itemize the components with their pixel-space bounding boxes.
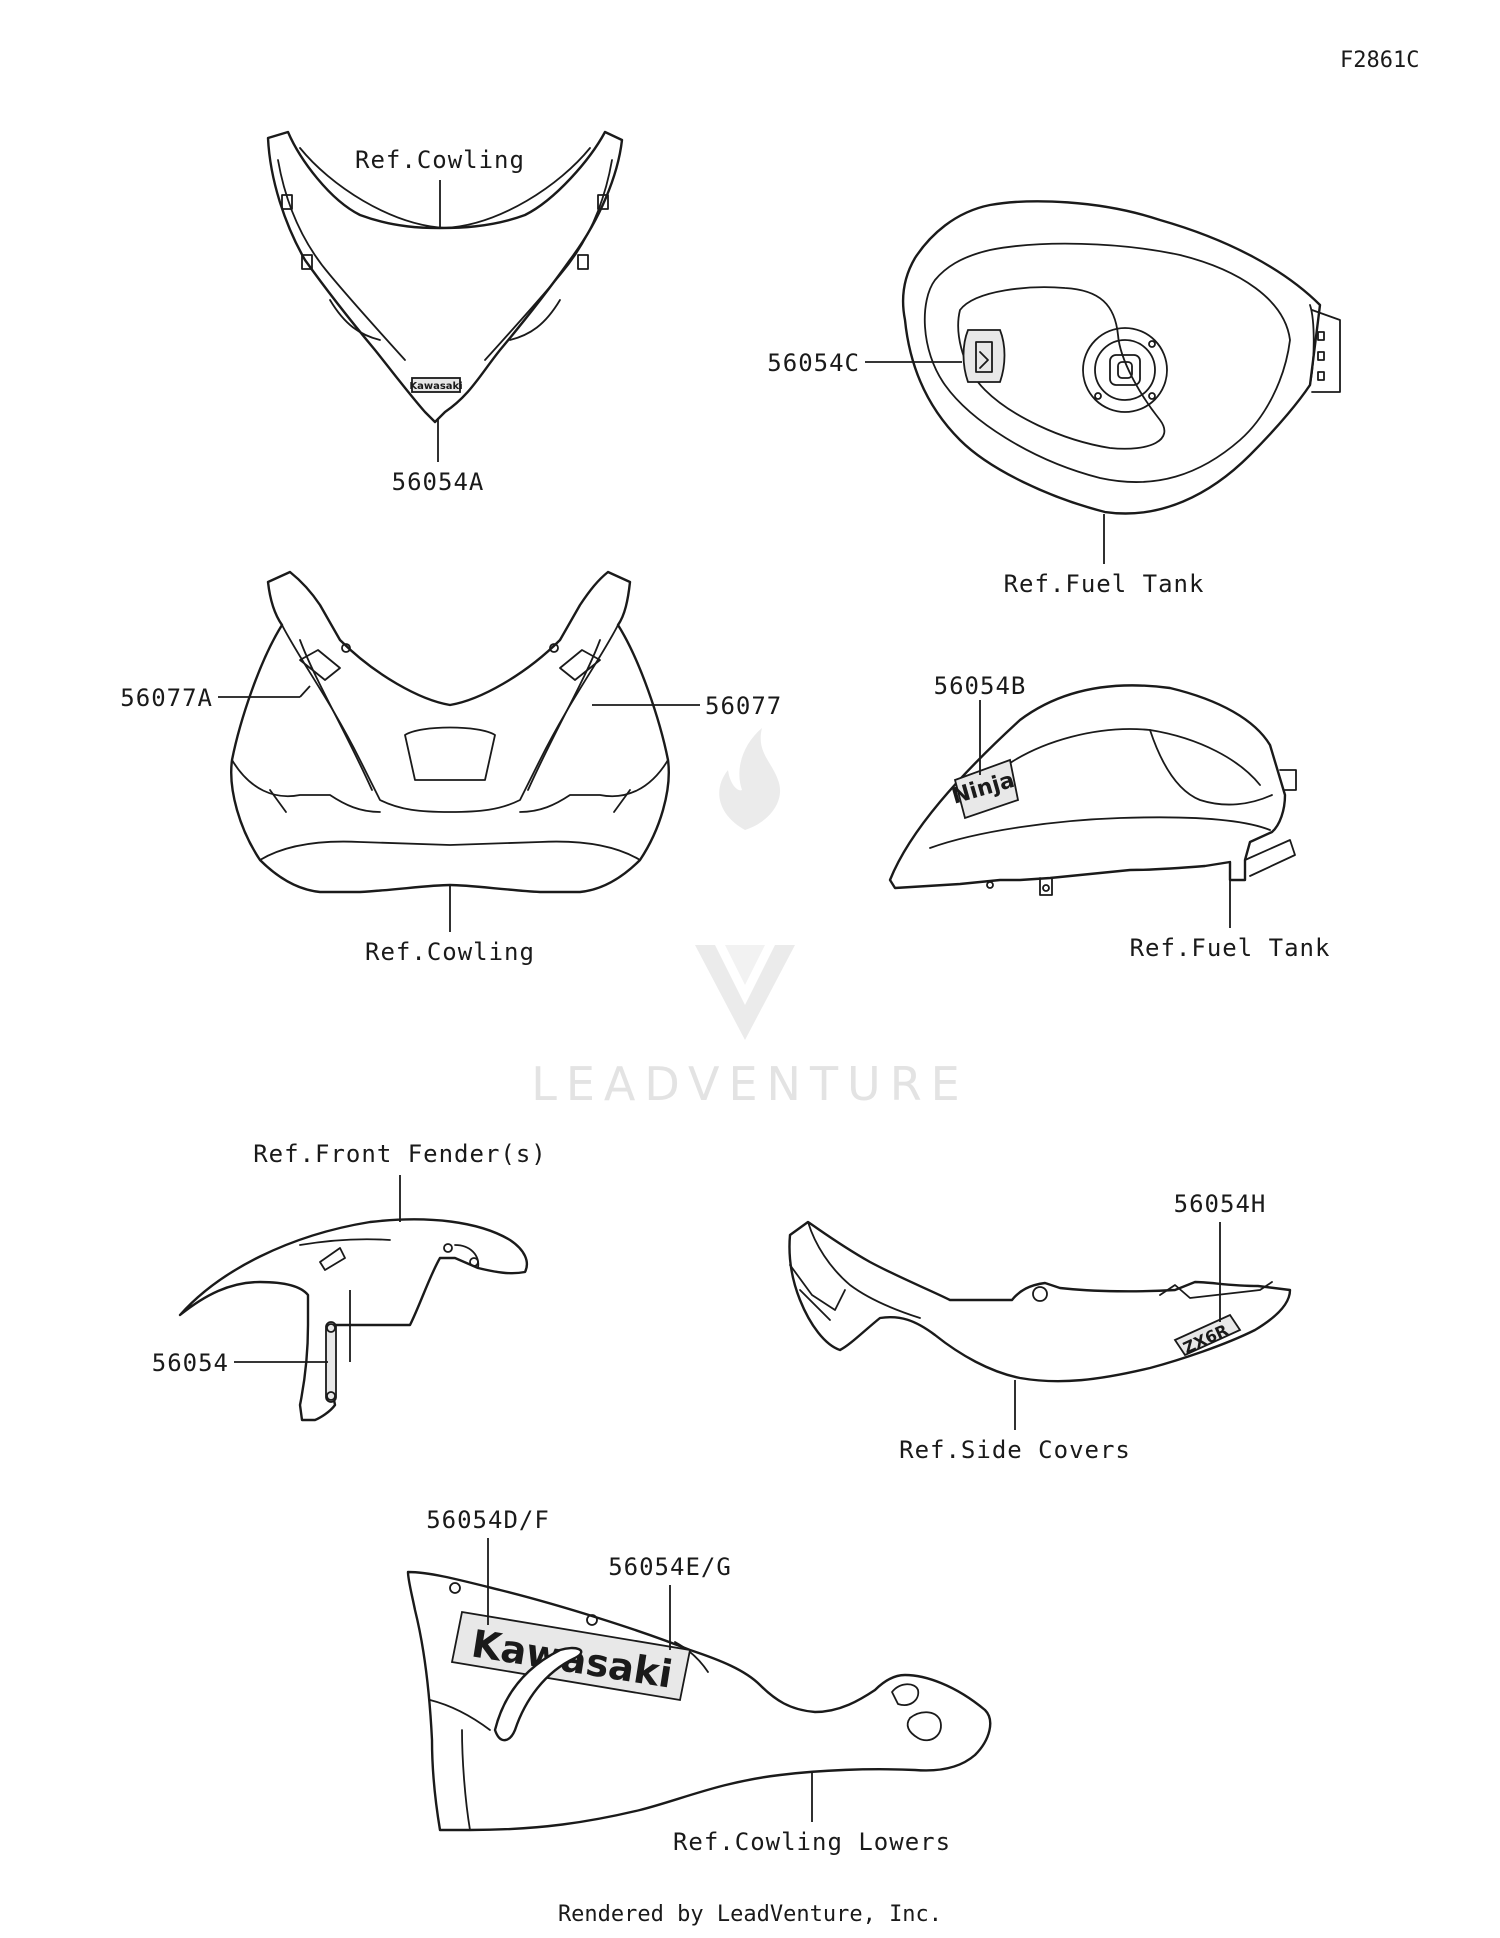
label-56077a: 56077A xyxy=(120,684,213,712)
upper-cowling-group: Kawasaki Ref.Cowling 56054A xyxy=(266,130,624,496)
label-56054e-g: 56054E/G xyxy=(608,1553,732,1581)
side-covers-group: ZX6R 56054H Ref.Side Covers xyxy=(788,1190,1292,1464)
label-ref-cowling-top: Ref.Cowling xyxy=(355,146,525,174)
fuel-tank-side-group: Ninja 56054B Ref.Fuel Tank xyxy=(888,672,1331,962)
label-ref-side-covers: Ref.Side Covers xyxy=(899,1436,1131,1464)
label-ref-front-fender: Ref.Front Fender(s) xyxy=(253,1140,547,1168)
windscreen-decal-text: Kawasaki xyxy=(409,381,462,392)
fuel-tank-side-shape xyxy=(888,684,1287,890)
leadventure-watermark: LEADVENTURE xyxy=(531,728,969,1111)
kawasaki-emblem-decal xyxy=(962,329,1006,383)
fuel-cap-icon xyxy=(1082,327,1168,413)
label-56054a: 56054A xyxy=(392,468,485,496)
label-ref-cowling-front: Ref.Cowling xyxy=(365,938,535,966)
watermark-text: LEADVENTURE xyxy=(531,1057,969,1111)
upper-cowling-shape xyxy=(266,130,624,424)
label-ref-fuel-tank-top: Ref.Fuel Tank xyxy=(1004,570,1205,598)
label-56054: 56054 xyxy=(152,1349,229,1377)
cowling-lowers-shape xyxy=(406,1570,992,1832)
label-56054d-f: 56054D/F xyxy=(426,1506,550,1534)
label-56054c: 56054C xyxy=(767,349,860,377)
front-fender-group: Ref.Front Fender(s) 56054 xyxy=(152,1140,547,1422)
figure-id: F2861C xyxy=(1340,48,1420,73)
front-fender-shape xyxy=(178,1218,529,1422)
cowling-lowers-group: Kawasaki 56054D/F 56054E/G Ref.Cowling L… xyxy=(406,1506,992,1856)
front-cowling-shape xyxy=(230,570,670,894)
label-56054b: 56054B xyxy=(934,672,1027,700)
label-56077: 56077 xyxy=(705,692,782,720)
label-ref-cowling-lowers: Ref.Cowling Lowers xyxy=(673,1828,951,1856)
render-credit: Rendered by LeadVenture, Inc. xyxy=(557,1902,943,1927)
label-56054h: 56054H xyxy=(1174,1190,1267,1218)
label-ref-fuel-tank-side: Ref.Fuel Tank xyxy=(1130,934,1331,962)
kawasaki-windscreen-decal xyxy=(411,377,461,393)
flame-logo-icon xyxy=(695,728,795,1040)
fuel-tank-top-group: 56054C Ref.Fuel Tank xyxy=(767,200,1341,598)
front-cowling-group: 56077A 56077 Ref.Cowling xyxy=(120,570,782,966)
